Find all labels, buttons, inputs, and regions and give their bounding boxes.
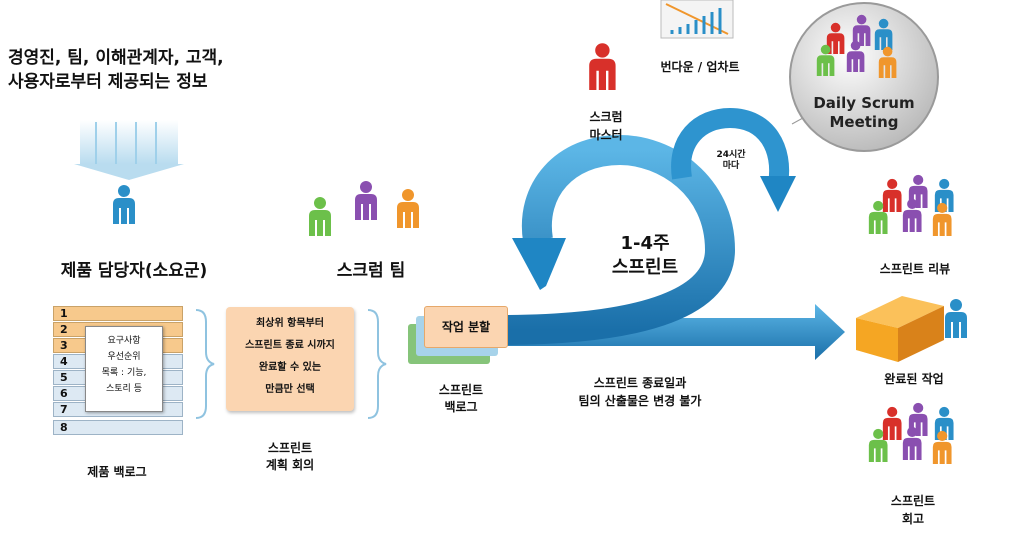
product-backlog-label: 제품 백로그 [87, 465, 147, 479]
sprint-review-label: 스프린트 리뷰 [879, 262, 951, 276]
note-line: 스프린트 종료일과 [593, 376, 687, 390]
product-owner-label: 제품 담당자(소요군) [60, 261, 208, 281]
cycle-line: 1-4주 [620, 233, 670, 254]
card-line: 우선순위 [107, 352, 141, 362]
stakeholders-line: 경영진, 팀, 이해관계자, 고객, [8, 48, 224, 68]
label-line: 스프린트 [267, 441, 313, 455]
stakeholders-text: 경영진, 팀, 이해관계자, 고객, 사용자로부터 제공되는 정보 [8, 46, 224, 94]
done-work-label: 완료된 작업 [884, 372, 944, 386]
product-owner-person-icon [113, 185, 135, 224]
daily-scrum-member-icon [874, 18, 893, 50]
label-line: 스크럼 [589, 110, 623, 124]
team-member-icon [397, 189, 419, 228]
team-member-icon [355, 181, 377, 220]
label-line: 스프린트 [890, 494, 936, 508]
no-change-note: 스프린트 종료일과 팀의 산출물은 변경 불가 [555, 374, 725, 410]
sprint-planning-box: 최상위 항목부터 스프린트 종료 시까지 완료할 수 있는 만큼만 선택 [226, 307, 354, 411]
daily-scrum-member-icon [816, 44, 835, 76]
label-line: 스프린트 [438, 383, 484, 397]
done-work-box-icon [856, 296, 944, 362]
requirements-card: 요구사항 우선순위 목록 : 기능, 스토리 등 [85, 326, 163, 412]
product-backlog-table: 1 2 3 4 5 6 7 8 요구사항 우선순위 목록 : 기능, 스토리 등 [53, 306, 183, 438]
sprint-review-member-icon [868, 200, 888, 234]
input-arrows [74, 120, 184, 180]
card-line: 스토리 등 [106, 384, 142, 394]
burndown-chart-icon [660, 0, 734, 39]
sprint-planning-label: 스프린트 계획 회의 [240, 440, 340, 474]
sprint-loop-arrow [499, 134, 736, 345]
burndown-label: 번다운 / 업차트 [660, 60, 740, 74]
daily-scrum-member-icon [852, 14, 871, 46]
scrum-master-label: 스크럼 마스터 [566, 108, 646, 144]
note-line: 팀의 산출물은 변경 불가 [578, 394, 702, 408]
planning-line: 최상위 항목부터 [256, 318, 324, 329]
sprint-review-member-icon [902, 198, 922, 232]
retrospective-member-icon [868, 428, 888, 462]
planning-bracket [367, 309, 387, 419]
planning-line: 스프린트 종료 시까지 [245, 340, 335, 351]
done-work-person-icon [945, 299, 967, 338]
daily-scrum-member-icon [878, 46, 897, 78]
retrospective-member-icon [932, 430, 952, 464]
label-line: 마스터 [589, 128, 623, 142]
backlog-bracket [195, 309, 215, 419]
cycle-line: 24시간 [716, 150, 746, 160]
backlog-row-number: 1 [53, 306, 183, 321]
retrospective-member-icon [902, 426, 922, 460]
sprint-cycle-text: 1-4주 스프린트 [590, 232, 700, 280]
daily-line: Meeting [829, 113, 899, 131]
cycle-line: 스프린트 [611, 257, 679, 278]
label-line: 회고 [901, 512, 925, 526]
sprint-backlog-label: 스프린트 백로그 [416, 382, 506, 416]
daily-line: Daily Scrum [813, 94, 915, 112]
stakeholders-line: 사용자로부터 제공되는 정보 [8, 72, 208, 92]
scrum-team-label: 스크럼 팀 [336, 261, 406, 281]
retrospective-label: 스프린트 회고 [868, 492, 958, 528]
backlog-row-number: 8 [53, 420, 183, 435]
label-line: 계획 회의 [265, 458, 315, 472]
daily-cycle-text: 24시간 마다 [706, 150, 756, 172]
task-breakdown-card: 작업 분할 [424, 306, 508, 348]
label-line: 백로그 [444, 400, 478, 414]
daily-scrum-label: Daily Scrum Meeting [800, 94, 928, 132]
team-member-icon [309, 197, 331, 236]
planning-line: 만큼만 선택 [265, 384, 315, 395]
sprint-review-member-icon [932, 202, 952, 236]
sprint-review-member-icon [882, 178, 902, 212]
planning-line: 완료할 수 있는 [258, 362, 322, 373]
cycle-line: 마다 [722, 161, 740, 171]
daily-scrum-member-icon [826, 22, 845, 54]
card-line: 목록 : 기능, [101, 368, 147, 378]
retrospective-member-icon [882, 406, 902, 440]
daily-scrum-member-icon [846, 40, 865, 72]
card-line: 요구사항 [107, 336, 141, 346]
scrum-master-icon [589, 43, 616, 90]
